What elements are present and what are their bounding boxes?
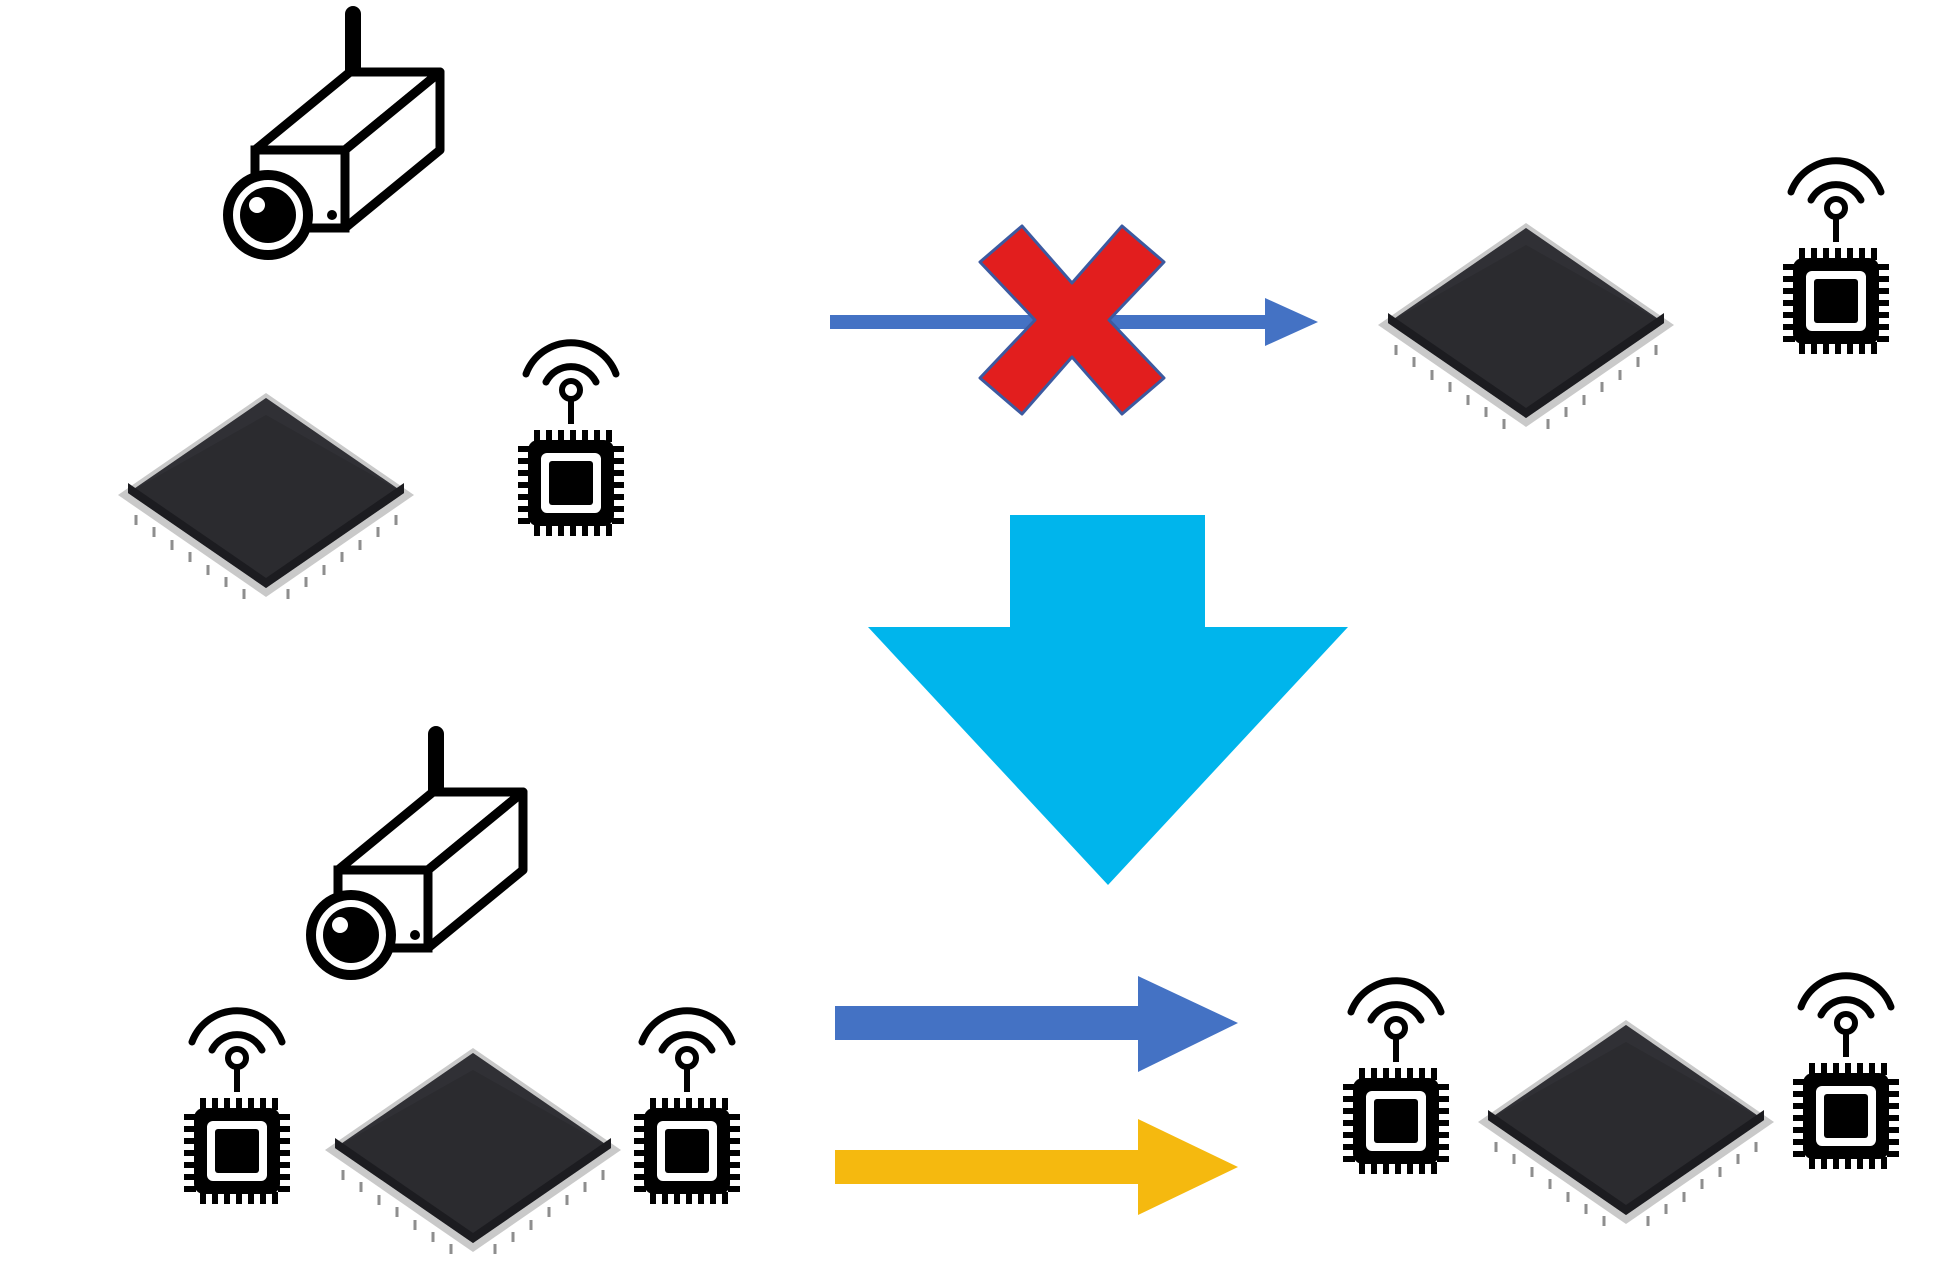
blocked-arrow-head (1265, 298, 1318, 346)
wireless-chip-icon (634, 1011, 740, 1204)
bottom-sender-group (184, 734, 740, 1256)
large-chip-icon (1376, 221, 1676, 431)
down-arrow-icon (868, 515, 1348, 885)
large-chip-icon (116, 391, 416, 601)
wireless-chip-icon (1793, 976, 1899, 1169)
bottom-links (835, 976, 1238, 1215)
wireless-chip-icon (1343, 981, 1449, 1174)
bottom-receiver-group (1343, 976, 1899, 1228)
large-chip-icon (323, 1046, 623, 1256)
wireless-chip-icon (518, 343, 624, 536)
large-chip-icon (1476, 1018, 1776, 1228)
red-cross-icon (978, 224, 1166, 416)
right-arrow-icon (835, 1119, 1238, 1215)
top-sender-group (116, 14, 624, 601)
wireless-chip-icon (1783, 161, 1889, 354)
security-camera-icon (311, 734, 523, 975)
right-arrow-icon (835, 976, 1238, 1072)
wireless-chip-icon (184, 1011, 290, 1204)
security-camera-icon (228, 14, 440, 255)
top-receiver-group (1376, 161, 1889, 431)
blocked-link (830, 224, 1318, 416)
